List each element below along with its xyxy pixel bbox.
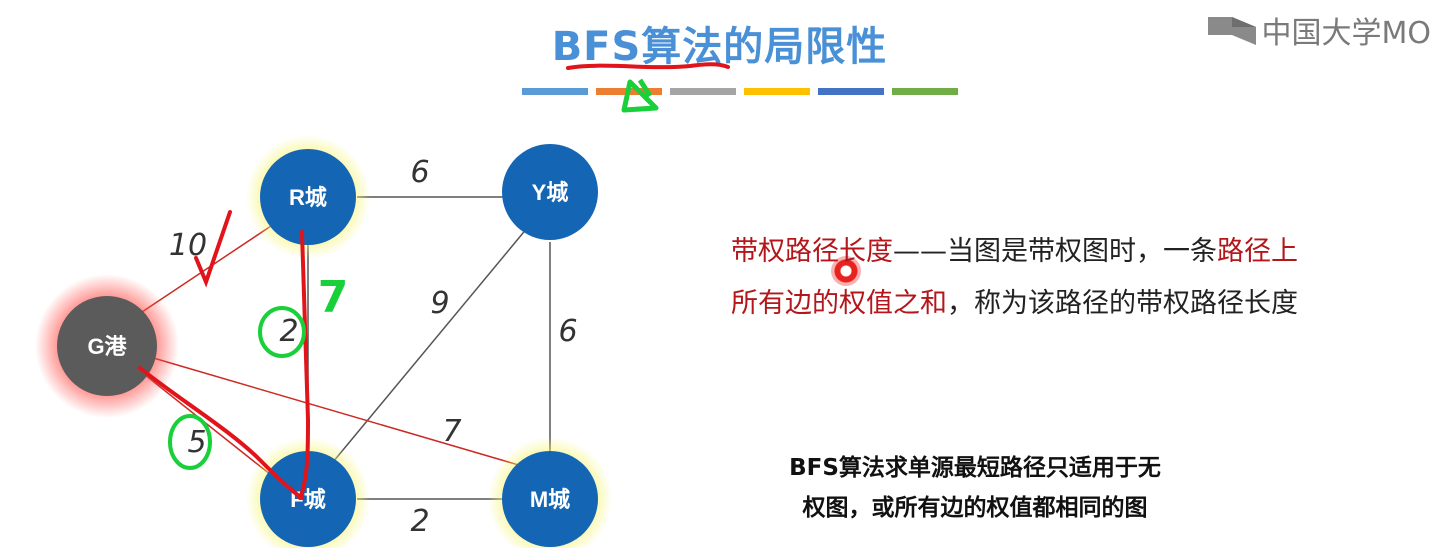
definition-text-1: ——当图是带权图时，一条 bbox=[893, 236, 1217, 267]
handwritten-seven: 7 bbox=[318, 272, 349, 323]
mooc-logo-icon bbox=[1207, 17, 1256, 45]
weight-G-R: 10 bbox=[169, 228, 207, 263]
page-title: BFS算法的局限性 bbox=[551, 24, 888, 70]
color-bar bbox=[818, 88, 884, 95]
node-R bbox=[260, 149, 356, 245]
node-label-R: R城 bbox=[289, 185, 327, 210]
handwritten-circle-5 bbox=[168, 414, 212, 470]
handwritten-path-G-F bbox=[138, 366, 304, 500]
color-bar bbox=[522, 88, 588, 95]
weight-Y-M: 6 bbox=[558, 314, 577, 349]
definition-highlight-sum: 所有边的权值之和 bbox=[731, 288, 947, 319]
weight-G-M: 7 bbox=[442, 414, 461, 449]
weight-R-F: 2 bbox=[279, 314, 298, 349]
color-bar bbox=[670, 88, 736, 95]
handwritten-check-mark bbox=[194, 210, 232, 288]
handwritten-triangle-mark bbox=[621, 78, 659, 113]
note-line-2: 权图，或所有边的权值都相同的图 bbox=[802, 495, 1148, 521]
definition-term: 带权路径长度 bbox=[731, 236, 893, 267]
handwritten-path-R-F bbox=[298, 230, 311, 500]
node-Y bbox=[502, 144, 598, 240]
handwritten-circle-2 bbox=[258, 306, 306, 358]
title-underline-scribble bbox=[566, 62, 730, 70]
mooc-logo: 中国大学MO bbox=[1206, 12, 1431, 51]
edge-G-M bbox=[149, 356, 523, 467]
weight-R-Y: 6 bbox=[410, 155, 429, 190]
color-bar bbox=[892, 88, 958, 95]
logo-text: 中国大学MO bbox=[1261, 16, 1432, 51]
node-label-M: M城 bbox=[530, 487, 570, 512]
node-label-G: G港 bbox=[87, 334, 127, 359]
definition-highlight-path: 路径上 bbox=[1217, 236, 1298, 267]
pointer-cursor-icon bbox=[831, 256, 861, 286]
edge-F-Y bbox=[332, 226, 529, 463]
color-bar bbox=[744, 88, 810, 95]
bfs-limitation-note: BFS算法求单源最短路径只适用于无 权图，或所有边的权值都相同的图 bbox=[740, 448, 1210, 528]
node-G bbox=[57, 296, 157, 396]
node-M bbox=[502, 451, 598, 547]
weight-F-Y: 9 bbox=[430, 286, 449, 321]
node-label-Y: Y城 bbox=[532, 180, 569, 205]
weighted-path-definition: 带权路径长度——当图是带权图时，一条路径上 所有边的权值之和，称为该路径的带权路… bbox=[731, 226, 1411, 330]
definition-text-2: ，称为该路径的带权路径长度 bbox=[947, 288, 1298, 319]
node-F bbox=[260, 451, 356, 547]
weight-G-F: 5 bbox=[187, 425, 206, 460]
note-line-1: BFS算法求单源最短路径只适用于无 bbox=[789, 455, 1161, 481]
weight-F-M: 2 bbox=[410, 504, 429, 539]
